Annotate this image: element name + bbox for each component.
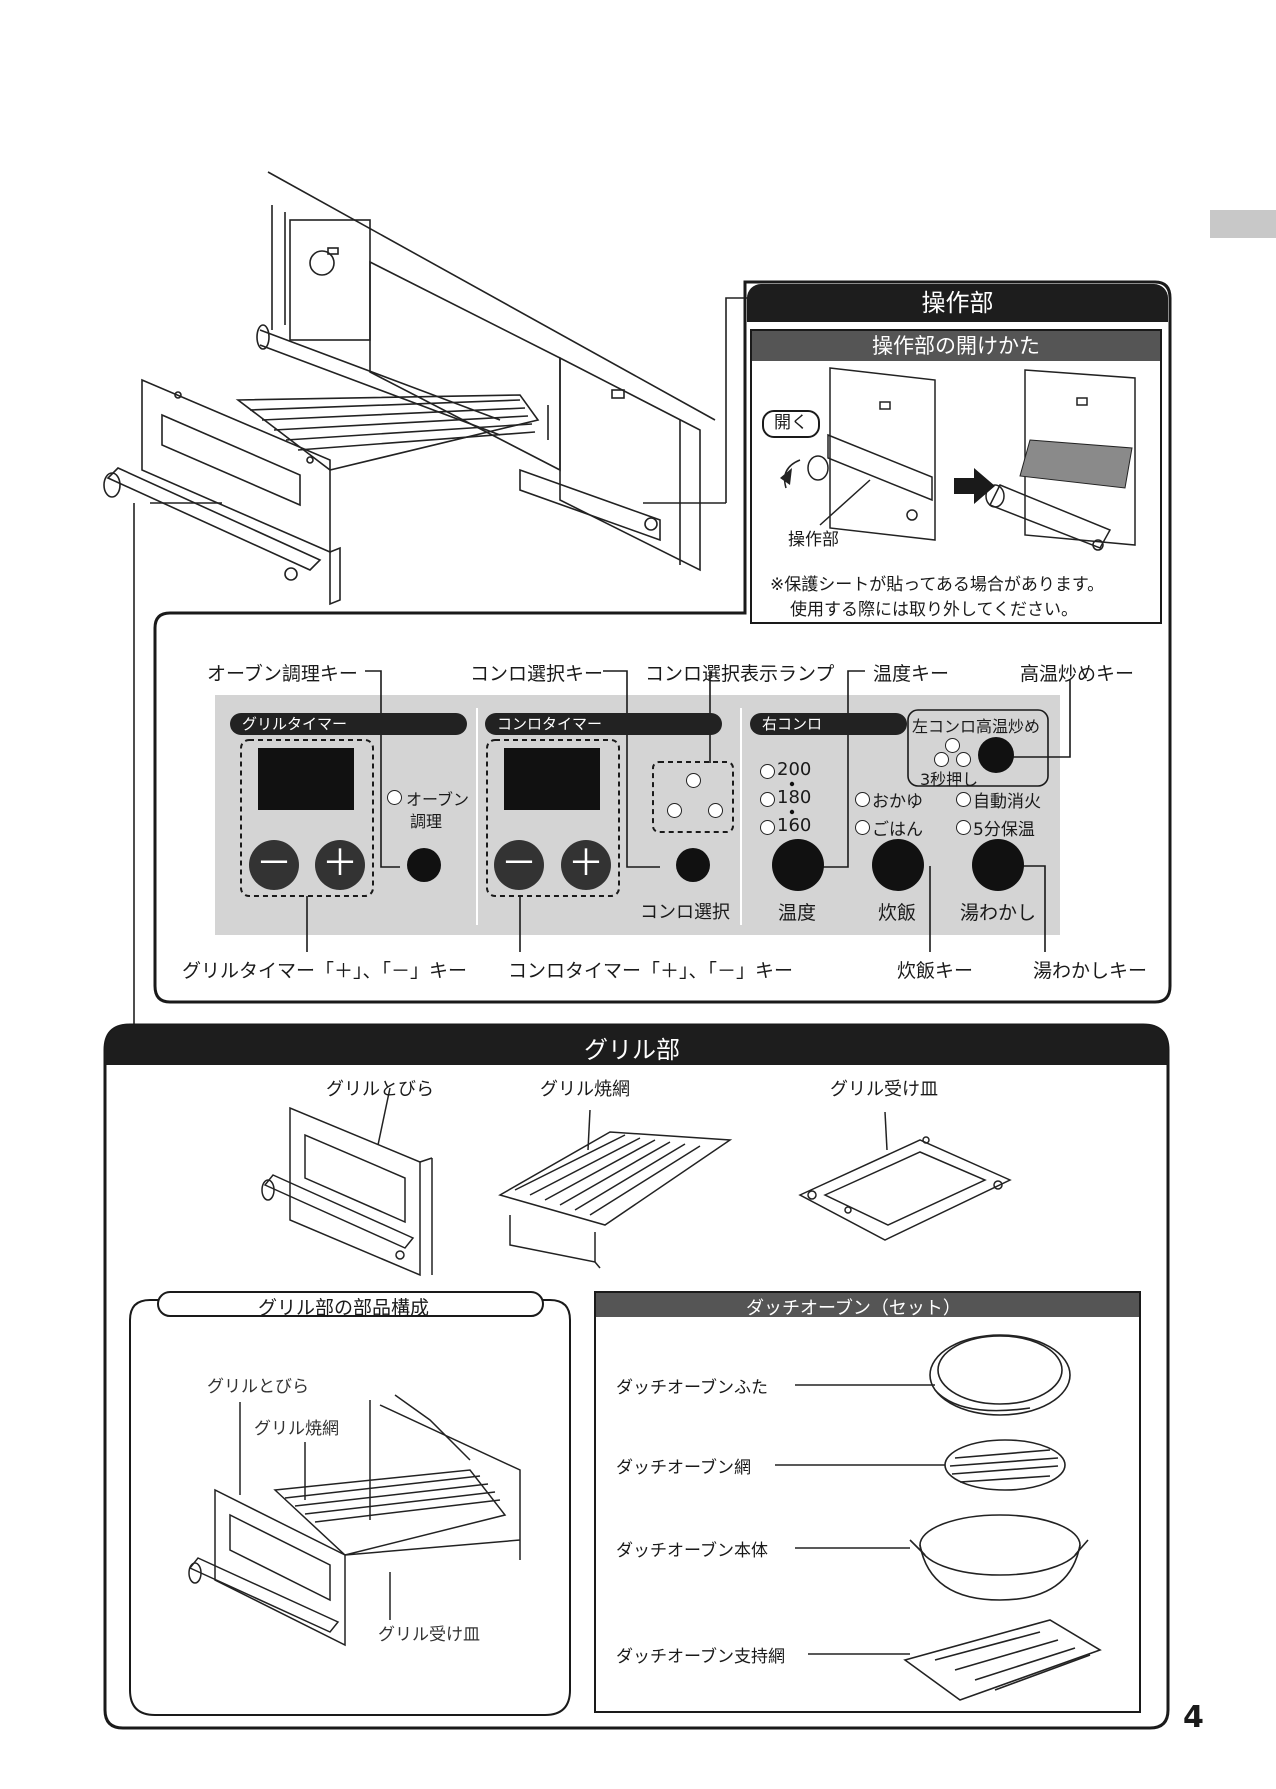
parts-pan-label: グリル受け皿 [378, 1625, 480, 1645]
rice-key[interactable] [872, 839, 924, 891]
operation-title: 操作部 [921, 289, 994, 317]
stove-timer-label: コンロタイマー [485, 713, 722, 735]
stove-timer-display [504, 748, 600, 810]
auto-off-lamp [956, 792, 971, 807]
open-method-header: 操作部の開けかた [752, 331, 1160, 361]
high-heat-lamp-3 [956, 752, 971, 767]
dutch-lid-label: ダッチオーブンふた [616, 1378, 768, 1398]
grill-door-label: グリルとびら [326, 1079, 434, 1100]
parts-door-label: グリルとびら [207, 1377, 309, 1397]
parts-title: グリル部の部品構成 [258, 1297, 430, 1319]
right-stove-text: 右コンロ [762, 715, 823, 733]
stove-timer-text: コンロタイマー [497, 715, 603, 733]
note-line-2: 使用する際には取り外してください。 [790, 600, 1078, 620]
grill-title: グリル部 [584, 1036, 680, 1064]
rice-label: 炊飯 [878, 902, 917, 924]
open-badge: 開く [762, 410, 820, 438]
temp-200-lamp [760, 764, 775, 779]
high-heat-key[interactable] [978, 737, 1014, 773]
boil-key[interactable] [972, 839, 1024, 891]
dutch-net-label: ダッチオーブン網 [616, 1458, 751, 1478]
stove-lamp-left [667, 803, 682, 818]
okayu-label: おかゆ [872, 792, 923, 812]
operation-part-label: 操作部 [788, 530, 839, 550]
high-heat-lamp-2 [934, 752, 949, 767]
oven-label-line1: オーブン [406, 790, 470, 809]
note-line-1: ※保護シートが貼ってある場合があります。 [770, 575, 1105, 595]
callout-oven-key: オーブン調理キー [207, 663, 358, 685]
stove-lamp-right [708, 803, 723, 818]
temp-180-lamp [760, 792, 775, 807]
grill-timer-label: グリルタイマー [230, 713, 467, 735]
temp-label: 温度 [778, 902, 817, 924]
dutch-body-label: ダッチオーブン本体 [616, 1541, 768, 1561]
open-badge-label: 開く [774, 413, 808, 433]
open-method-title: 操作部の開けかた [872, 334, 1040, 358]
callout-stove-select-key: コンロ選択キー [470, 663, 604, 685]
temp-160-label: 160 [777, 815, 812, 836]
operation-header: 操作部 [747, 284, 1168, 322]
boil-label: 湯わかし [960, 902, 1037, 924]
high-heat-lamp-1 [945, 738, 960, 753]
okayu-lamp [855, 792, 870, 807]
dutch-support-label: ダッチオーブン支持網 [616, 1647, 785, 1667]
right-stove-label: 右コンロ [750, 713, 907, 735]
callout-boil-key: 湯わかしキー [1033, 960, 1148, 982]
callout-rice-key: 炊飯キー [897, 960, 974, 982]
grill-timer-plus-button[interactable]: ＋ [315, 840, 365, 890]
parts-grate-label: グリル焼網 [254, 1419, 339, 1439]
grill-timer-text: グリルタイマー [242, 715, 348, 733]
left-high-heat-label: 左コンロ高温炒め [912, 717, 1041, 736]
temp-key[interactable] [772, 839, 824, 891]
callout-high-heat-key: 高温炒めキー [1020, 663, 1135, 685]
stove-timer-minus-button[interactable]: － [494, 840, 544, 890]
keep-warm-label: 5分保温 [973, 820, 1035, 840]
section-tab [1210, 210, 1276, 238]
oven-cook-key[interactable] [407, 848, 441, 882]
stove-timer-plus-button[interactable]: ＋ [561, 840, 611, 890]
temp-200-label: 200 [777, 759, 812, 780]
oven-lamp [387, 790, 402, 805]
dutch-title: ダッチオーブン（セット） [746, 1298, 961, 1319]
press-3s-label: 3秒押し [920, 770, 979, 789]
temp-180-label: 180 [777, 787, 812, 808]
stove-select-label: コンロ選択 [640, 902, 730, 923]
callout-stove-lamp: コンロ選択表示ランプ [645, 663, 835, 685]
keep-warm-lamp [956, 820, 971, 835]
auto-off-label: 自動消火 [973, 792, 1041, 812]
callout-grill-timer-keys: グリルタイマー「＋」、「－」キー [182, 960, 468, 982]
grill-grate-label: グリル焼網 [540, 1079, 630, 1100]
stove-select-key[interactable] [676, 848, 710, 882]
callout-stove-timer-keys: コンロタイマー「＋」、「－」キー [508, 960, 794, 982]
gohan-lamp [855, 820, 870, 835]
callout-temp-key: 温度キー [873, 663, 950, 685]
grill-timer-display [258, 748, 354, 810]
stove-lamp-top [686, 773, 701, 788]
gohan-label: ごはん [872, 820, 923, 840]
page-number: 4 [1183, 1700, 1204, 1735]
temp-160-lamp [760, 820, 775, 835]
grill-pan-label: グリル受け皿 [830, 1079, 938, 1100]
grill-timer-minus-button[interactable]: － [249, 840, 299, 890]
oven-label-line2: 調理 [410, 812, 443, 831]
